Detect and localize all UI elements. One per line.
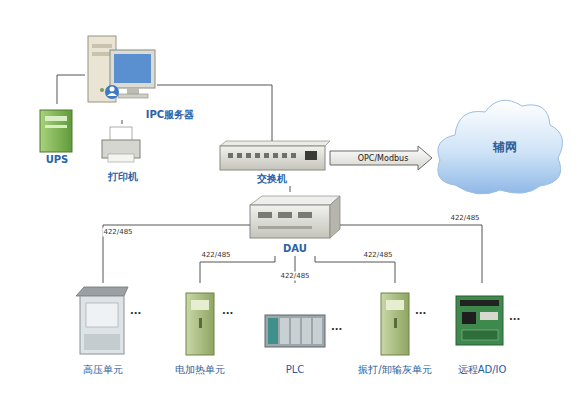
ipc-computer-icon — [88, 36, 155, 102]
ups-icon — [40, 110, 72, 152]
ups-node: UPS — [32, 104, 82, 168]
unit-node: 振打/卸输灰单元 — [360, 283, 430, 378]
connector-line — [122, 120, 123, 124]
ellipsis-mark: ... — [331, 322, 342, 332]
unit-node: 高压单元 — [72, 283, 134, 378]
bus-label: 422/485 — [449, 214, 480, 223]
printer-icon — [102, 127, 140, 162]
ellipsis-mark: ... — [509, 312, 520, 322]
device-label: 电加热单元 — [175, 364, 225, 376]
connector-line — [315, 256, 395, 283]
dau-node: DAU — [250, 192, 340, 256]
device-label: 打印机 — [108, 171, 138, 183]
device-label: 远程AD/IO — [458, 364, 507, 376]
ipc-server-node: IPC服务器 — [85, 28, 157, 120]
rapping-cabinet-icon — [381, 293, 409, 355]
device-label: 高压单元 — [83, 364, 123, 376]
switch-icon — [220, 141, 330, 170]
protocol-label: OPC/Modbus — [357, 154, 410, 163]
bus-label: 422/485 — [102, 228, 133, 237]
device-label: UPS — [46, 154, 69, 166]
device-label: 辅网 — [493, 141, 517, 153]
switch-node: 交换机 — [215, 141, 330, 186]
unit-node: PLC — [262, 283, 328, 378]
ellipsis-mark: ... — [415, 306, 426, 316]
connector-line — [200, 256, 275, 283]
bus-label: 422/485 — [200, 251, 231, 260]
ellipsis-mark: ... — [222, 306, 233, 316]
high-voltage-cabinet-icon — [76, 287, 128, 354]
device-label: 振打/卸输灰单元 — [358, 364, 431, 376]
device-label: IPC服务器 — [146, 109, 194, 121]
printer-node: 打印机 — [98, 124, 148, 186]
cloud-shape — [438, 100, 563, 194]
connector-line — [340, 225, 482, 283]
bus-label: 422/485 — [279, 272, 310, 281]
dau-device-icon — [250, 196, 340, 238]
ellipsis-mark: ... — [130, 306, 141, 316]
bus-label: 422/485 — [362, 251, 393, 260]
connector-line — [290, 186, 291, 192]
connector-line — [103, 225, 250, 283]
plc-rack-icon — [265, 315, 325, 347]
io-board-icon — [456, 296, 503, 345]
connector-line — [57, 75, 85, 104]
unit-node: 电加热单元 — [170, 283, 230, 378]
device-label: PLC — [286, 364, 305, 376]
heating-cabinet-icon — [186, 293, 214, 355]
device-label: DAU — [283, 243, 307, 255]
block-arrow — [330, 146, 432, 170]
cloud-node: 辅网 — [432, 88, 565, 205]
device-label: 交换机 — [257, 173, 287, 185]
unit-node: 远程AD/IO — [452, 283, 512, 378]
